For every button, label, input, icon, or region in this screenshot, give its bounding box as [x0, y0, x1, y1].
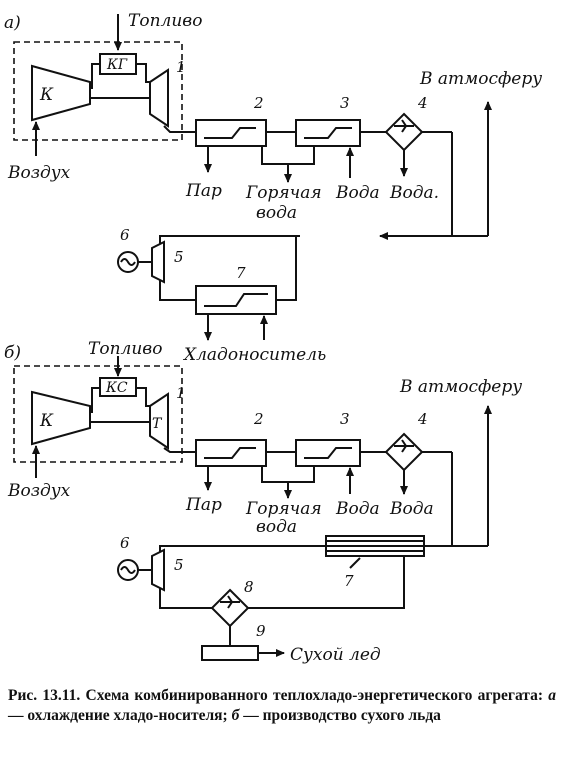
panel-b-coil-3: [304, 447, 352, 459]
panel-b-unit-7: 7: [344, 572, 354, 590]
panel-b-feed-line: [261, 466, 315, 483]
panel-a-compressor-label: К: [39, 85, 54, 105]
panel-b-unit-8: 8: [244, 578, 254, 596]
panel-a-coil-7: [204, 293, 268, 307]
panel-b-ice-separator: [210, 588, 250, 628]
panel-a-air-label: Воздух: [7, 163, 71, 183]
panel-b-fuel-label: Топливо: [88, 339, 162, 359]
panel-a-coolant-label: Хладоноситель: [182, 345, 326, 365]
panel-a-tag: а): [4, 13, 21, 33]
panel-a-generator-wave: [120, 258, 136, 266]
panel-a-unit-7: 7: [236, 264, 246, 282]
panel-a-steam-generator: [195, 119, 267, 147]
panel-b-chamber-label: КС: [105, 380, 128, 396]
panel-a-water-label-1: Вода: [335, 183, 380, 203]
panel-b-generator-wave: [120, 566, 136, 574]
panel-a-hot-water-label-2: вода: [256, 203, 297, 223]
panel-a-gas-turbine-enclosure: [13, 41, 183, 141]
panel-a-chamber-label: КГ: [106, 57, 128, 73]
panel-b-unit-4: 4: [417, 410, 428, 428]
panel-b-ice-press: [201, 645, 259, 661]
panel-b-water-label-2: Вода: [389, 499, 434, 519]
panel-a: а) Топливо КГ К 1 Воздух 2 3: [4, 11, 542, 365]
panel-a-hx7-out: [276, 236, 297, 301]
panel-b-air-label: Воздух: [7, 481, 71, 501]
panel-b-unit-6: 6: [120, 534, 130, 552]
panel-b-turbine-label: Т: [152, 416, 163, 432]
panel-b-compressor: [31, 390, 91, 446]
panel-a-separator: [384, 112, 424, 152]
panel-b-air-line: [90, 387, 100, 413]
panel-a-hot-water-label-1: Горячая: [245, 183, 322, 203]
panel-a-separator-mark-2: [401, 119, 408, 133]
panel-b-dry-ice-label: Сухой лед: [290, 645, 381, 665]
panel-b-coil-2: [204, 447, 256, 459]
caption-text: Схема комбинированного теплохладо-энерге…: [85, 687, 544, 704]
panel-a-expander: [151, 240, 165, 284]
panel-a-unit-6: 6: [120, 226, 130, 244]
panel-a-unit-5: 5: [174, 248, 184, 266]
panel-b-sep8-return: [248, 556, 405, 609]
panel-a-air-line: [90, 63, 100, 89]
panel-a-compressor: [31, 64, 91, 122]
panel-b-atmosphere-label: В атмосферу: [399, 377, 522, 397]
panel-a-unit-2: 2: [253, 94, 264, 112]
panel-b-turbine: [149, 392, 169, 450]
panel-a-water-label-2: Вода.: [389, 183, 439, 203]
panel-b-unit-1: 1: [176, 384, 186, 402]
panel-b-unit-7-leader: [349, 557, 361, 569]
panel-b-steam-generator: [195, 439, 267, 467]
caption-a-key: а: [548, 687, 556, 704]
panel-a-expander-out: [159, 280, 196, 301]
panel-b-unit-3: 3: [340, 410, 350, 428]
panel-b-hot-water-label-1: Горячая: [245, 499, 322, 519]
panel-a-hot-gas-line: [136, 63, 150, 83]
panel-a-coolant-exchanger: [195, 285, 277, 315]
panel-a-fuel-label: Топливо: [128, 11, 202, 31]
caption-a-text: — охлаждение хладо-носителя;: [8, 707, 228, 724]
panel-a-unit-4: 4: [417, 94, 428, 112]
panel-b-unit-5: 5: [174, 556, 184, 574]
panel-a-water-heater: [295, 119, 361, 147]
figure-caption: Рис. 13.11. Схема комбинированного тепло…: [8, 686, 556, 726]
panel-b-compressor-label: К: [39, 411, 54, 431]
panel-b-steam-label: Пар: [185, 495, 222, 515]
panel-b-water-heater: [295, 439, 361, 467]
panel-b-tag: б): [4, 343, 21, 363]
panel-b-gas-turbine-enclosure: [13, 365, 183, 463]
panel-b-unit-2: 2: [253, 410, 264, 428]
panel-b-hot-water-label-2: вода: [256, 517, 297, 537]
panel-a-atmosphere-label: В атмосферу: [419, 69, 542, 89]
caption-b-key: б: [231, 707, 240, 724]
panel-a-coil-2: [204, 127, 256, 139]
caption-b-text: — производство сухого льда: [243, 707, 441, 724]
panel-b-separator: [384, 432, 424, 472]
panel-b-expander: [151, 548, 165, 592]
panel-a-exhaust-line: [163, 125, 196, 133]
panel-a-coil-3: [304, 127, 352, 139]
panel-a-unit-1: 1: [176, 58, 186, 76]
scheme-diagram: а) Топливо КГ К 1 Воздух 2 3: [4, 11, 542, 665]
panel-b-hot-gas-line: [136, 387, 150, 407]
panel-b-water-label-1: Вода: [335, 499, 380, 519]
panel-a-steam-label: Пар: [185, 181, 222, 201]
panel-a-turbine: [149, 68, 169, 128]
panel-b-unit-9: 9: [256, 622, 266, 640]
panel-b-expander-out: [159, 588, 212, 609]
panel-a-feed-line: [261, 146, 315, 165]
panel-a-unit-3: 3: [340, 94, 350, 112]
panel-b-to-expander: [159, 545, 326, 558]
caption-prefix: Рис. 13.11.: [8, 687, 81, 704]
panel-b-exhaust-line: [163, 447, 196, 453]
panel-b: б) Топливо КС К Т 1 Воздух 2 3 4 Пар: [4, 339, 522, 665]
panel-b-ice-separator-mark-2: [227, 595, 234, 609]
panel-b-separator-mark-2: [401, 439, 408, 453]
